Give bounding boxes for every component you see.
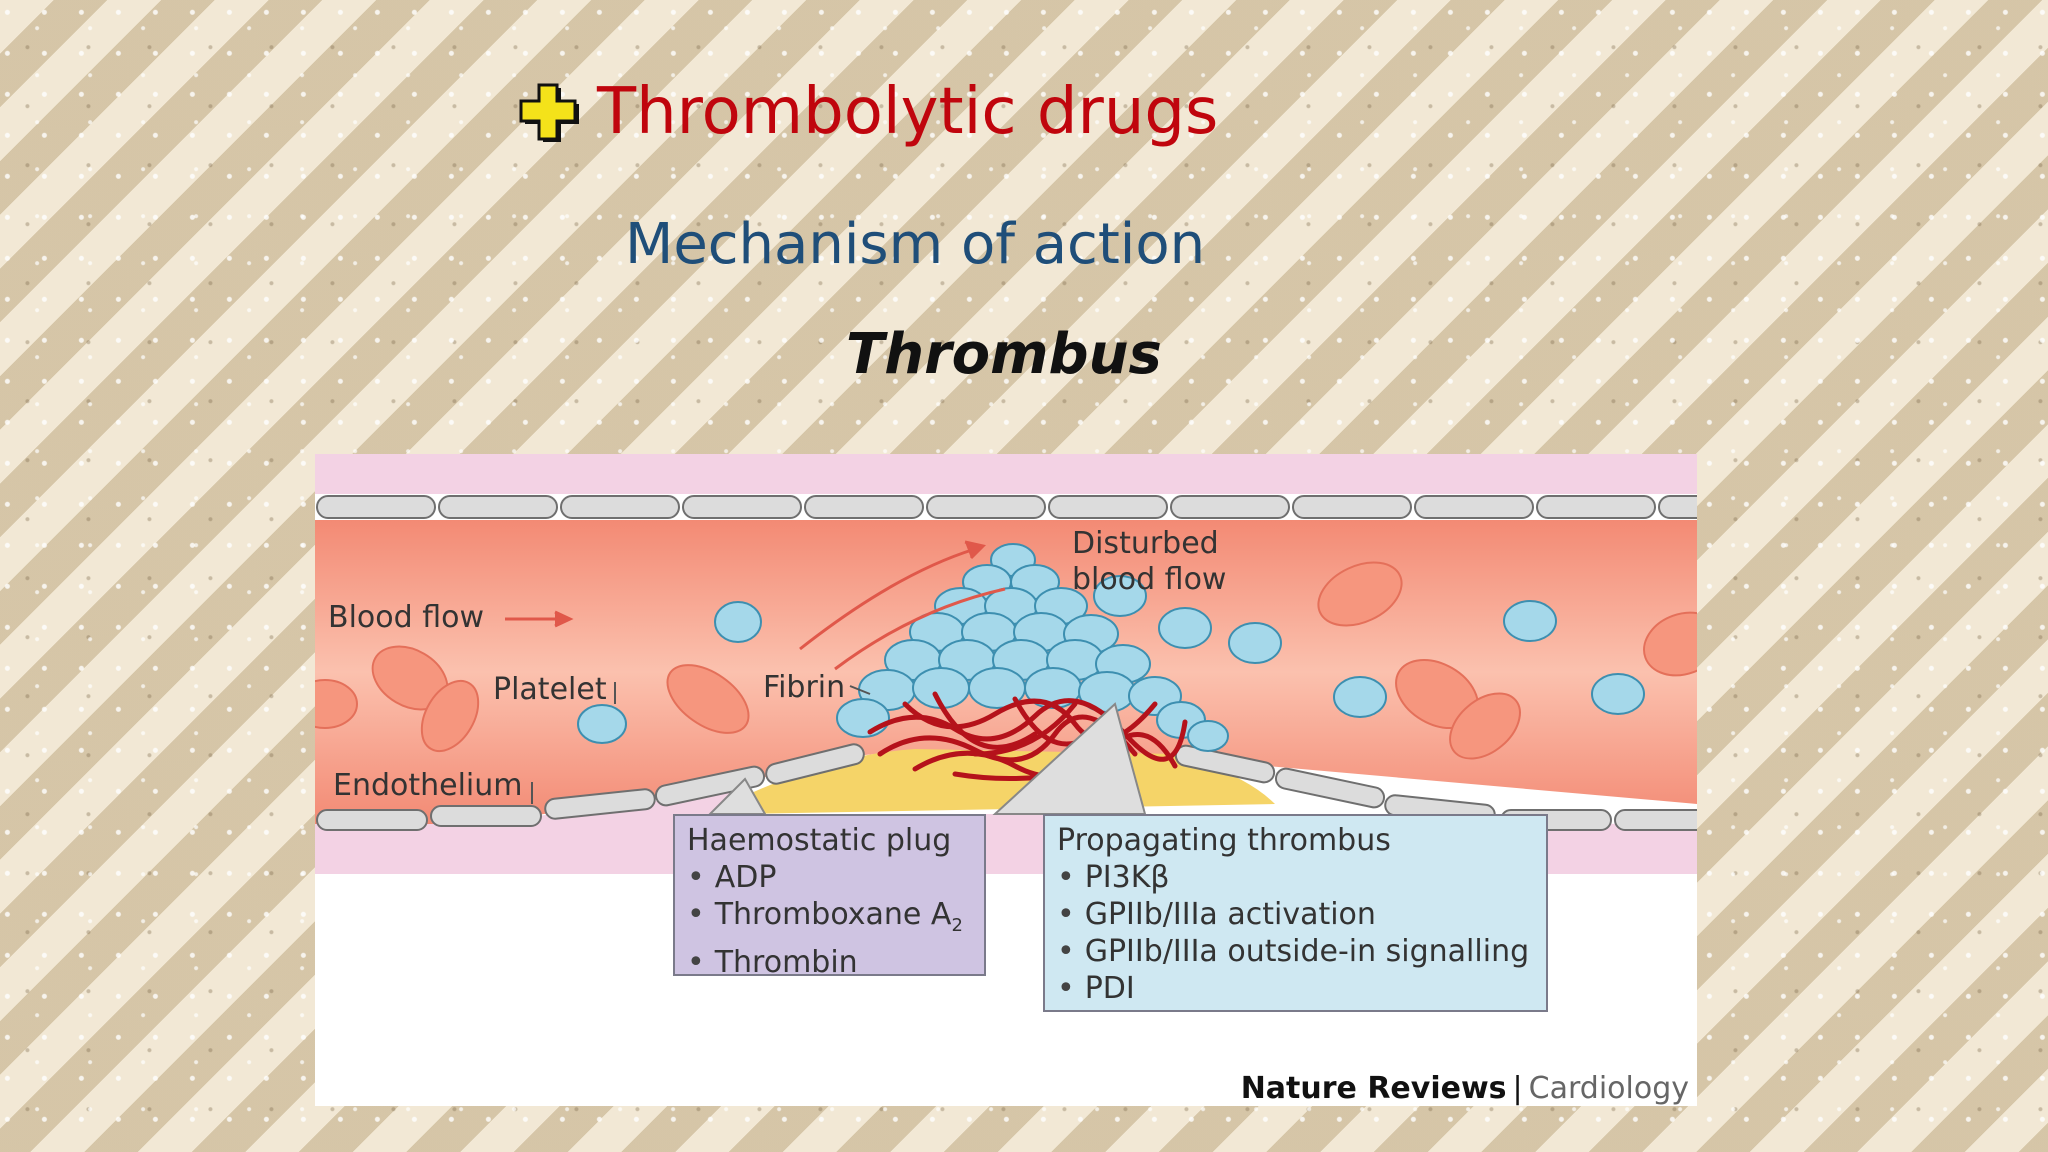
credit-journal: Nature Reviews: [1240, 1071, 1507, 1106]
endothelium-bottom: [316, 743, 1697, 831]
credit-section: Cardiology: [1528, 1071, 1689, 1106]
plus-bullet-icon: [519, 83, 579, 142]
tissue-top: [315, 454, 1697, 494]
label-endothelium: Endothelium: [333, 768, 523, 803]
propagating-item: GPIIb/IIIa activation: [1057, 896, 1534, 933]
propagating-thrombus-title: Propagating thrombus: [1057, 823, 1391, 858]
free-platelets: [577, 575, 1645, 744]
slide-subtitle: Mechanism of action: [625, 212, 1206, 277]
haemostatic-item: Thromboxane A2: [687, 896, 972, 944]
haemostatic-plug-box: Haemostatic plug ADP Thromboxane A2 Thro…: [673, 814, 986, 980]
haemostatic-item: Thrombin: [687, 944, 972, 981]
red-blood-cells: [315, 561, 1697, 760]
slide-title: Thrombolytic drugs: [597, 75, 1219, 149]
subendothelium: [745, 749, 1275, 814]
label-platelet: Platelet: [493, 672, 607, 707]
thrombus-platelets: [836, 543, 1229, 752]
figure-credit: Nature Reviews|Cardiology: [1241, 1071, 1689, 1106]
haemostatic-plug-title: Haemostatic plug: [687, 823, 952, 858]
haemostatic-item: ADP: [687, 859, 972, 896]
label-blood-flow-2: blood flow: [1072, 562, 1227, 597]
propagating-item: GPIIb/IIIa outside-in signalling: [1057, 933, 1534, 970]
credit-separator: |: [1512, 1071, 1523, 1106]
label-ticks: [531, 682, 871, 804]
thrombus-diagram: Blood flow Platelet Fibrin Endothelium D…: [315, 454, 1697, 1106]
title-row: Thrombolytic drugs: [513, 70, 1218, 154]
label-fibrin: Fibrin: [763, 670, 846, 705]
propagating-thrombus-box: Propagating thrombus PI3Kβ GPIIb/IIIa ac…: [1043, 814, 1548, 1012]
vessel-illustration: [315, 454, 1697, 874]
propagating-item: PDI: [1057, 970, 1534, 1007]
endothelium-top: [316, 495, 1697, 519]
flow-arrows: [505, 540, 1006, 671]
section-heading: Thrombus: [846, 322, 1162, 387]
propagating-item: PI3Kβ: [1057, 859, 1534, 896]
label-disturbed: Disturbed: [1072, 526, 1219, 561]
label-blood-flow: Blood flow: [328, 600, 484, 635]
